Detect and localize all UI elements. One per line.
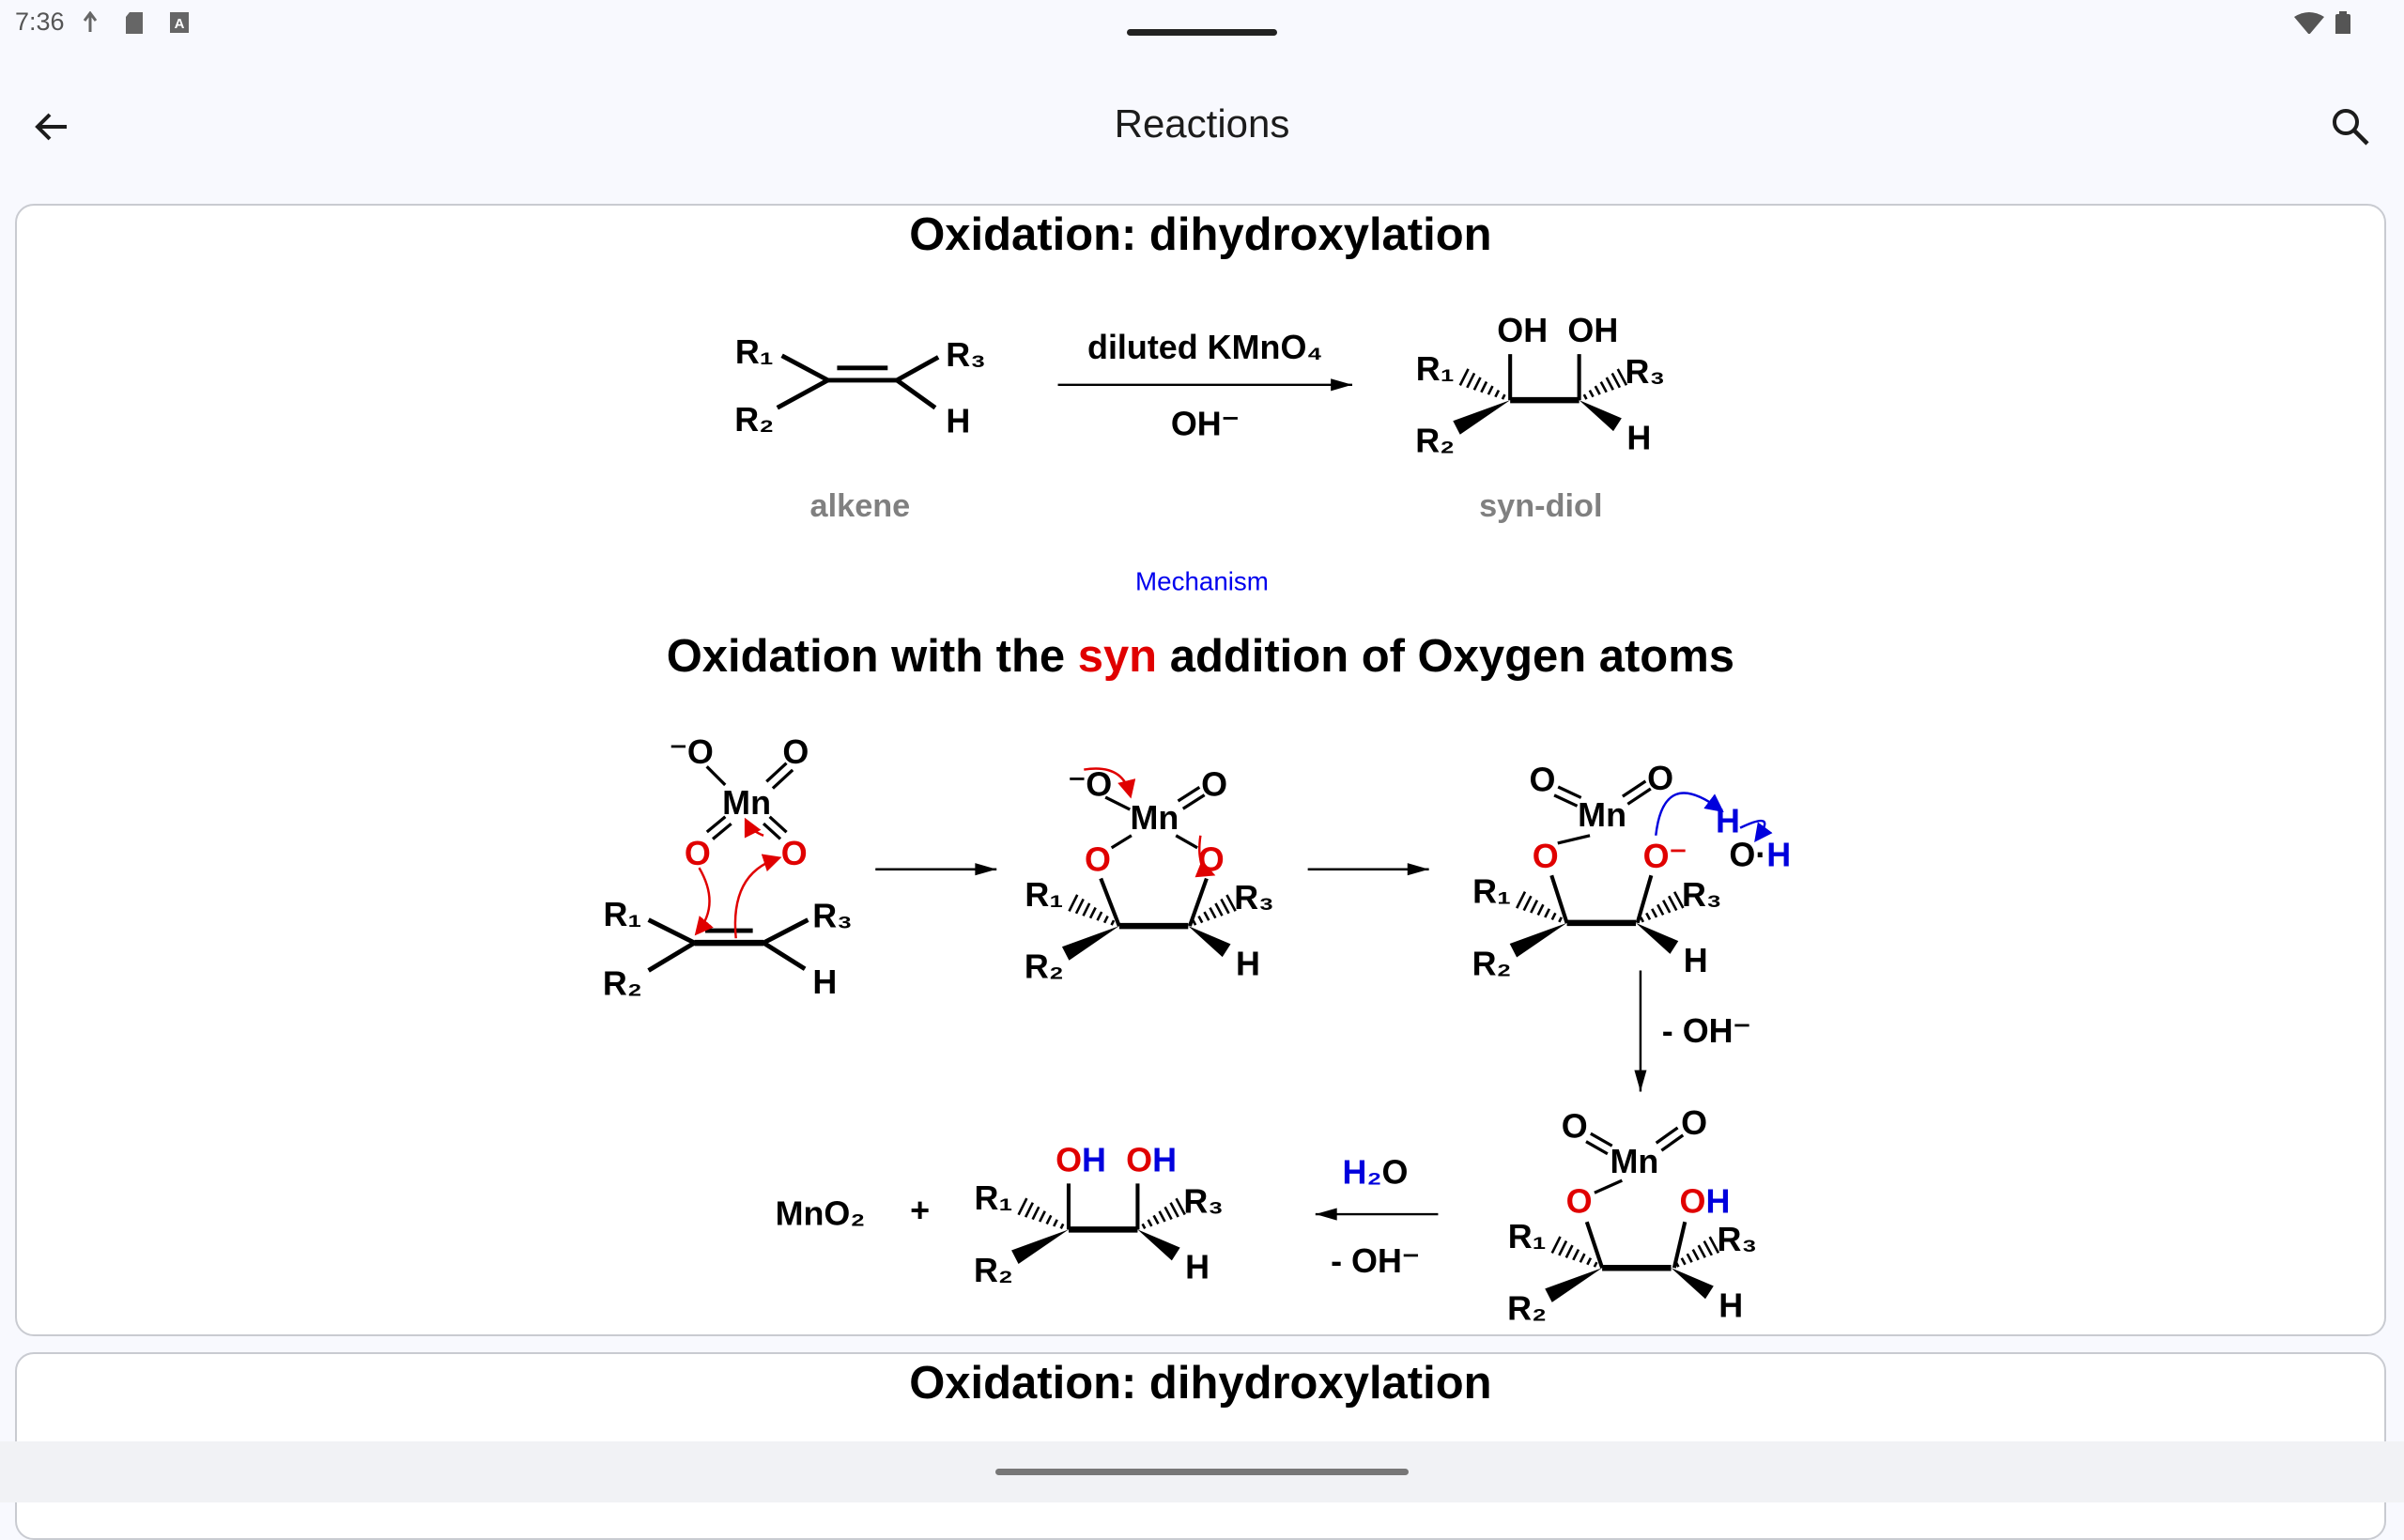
mechanism-link-part: Mechanism — [1135, 567, 1269, 596]
wifi-icon — [2294, 12, 2324, 34]
top-handle — [1127, 29, 1277, 36]
keyboard-a-icon: A — [170, 12, 189, 33]
svg-text:A: A — [175, 16, 185, 32]
reaction-card — [15, 204, 2386, 1336]
data-saver-icon — [83, 11, 98, 32]
arrow-back-icon — [35, 113, 67, 141]
search-button[interactable] — [2318, 94, 2383, 160]
page-title: Reactions — [1114, 101, 1290, 146]
sd-card-icon — [126, 12, 143, 34]
search-icon — [2333, 109, 2369, 146]
gesture-handle[interactable] — [995, 1469, 1409, 1475]
mechanism-link[interactable]: Mechanism — [1135, 567, 1269, 596]
status-time: 7:36 — [15, 8, 65, 36]
battery-icon — [2335, 11, 2350, 34]
back-button[interactable] — [19, 94, 85, 160]
